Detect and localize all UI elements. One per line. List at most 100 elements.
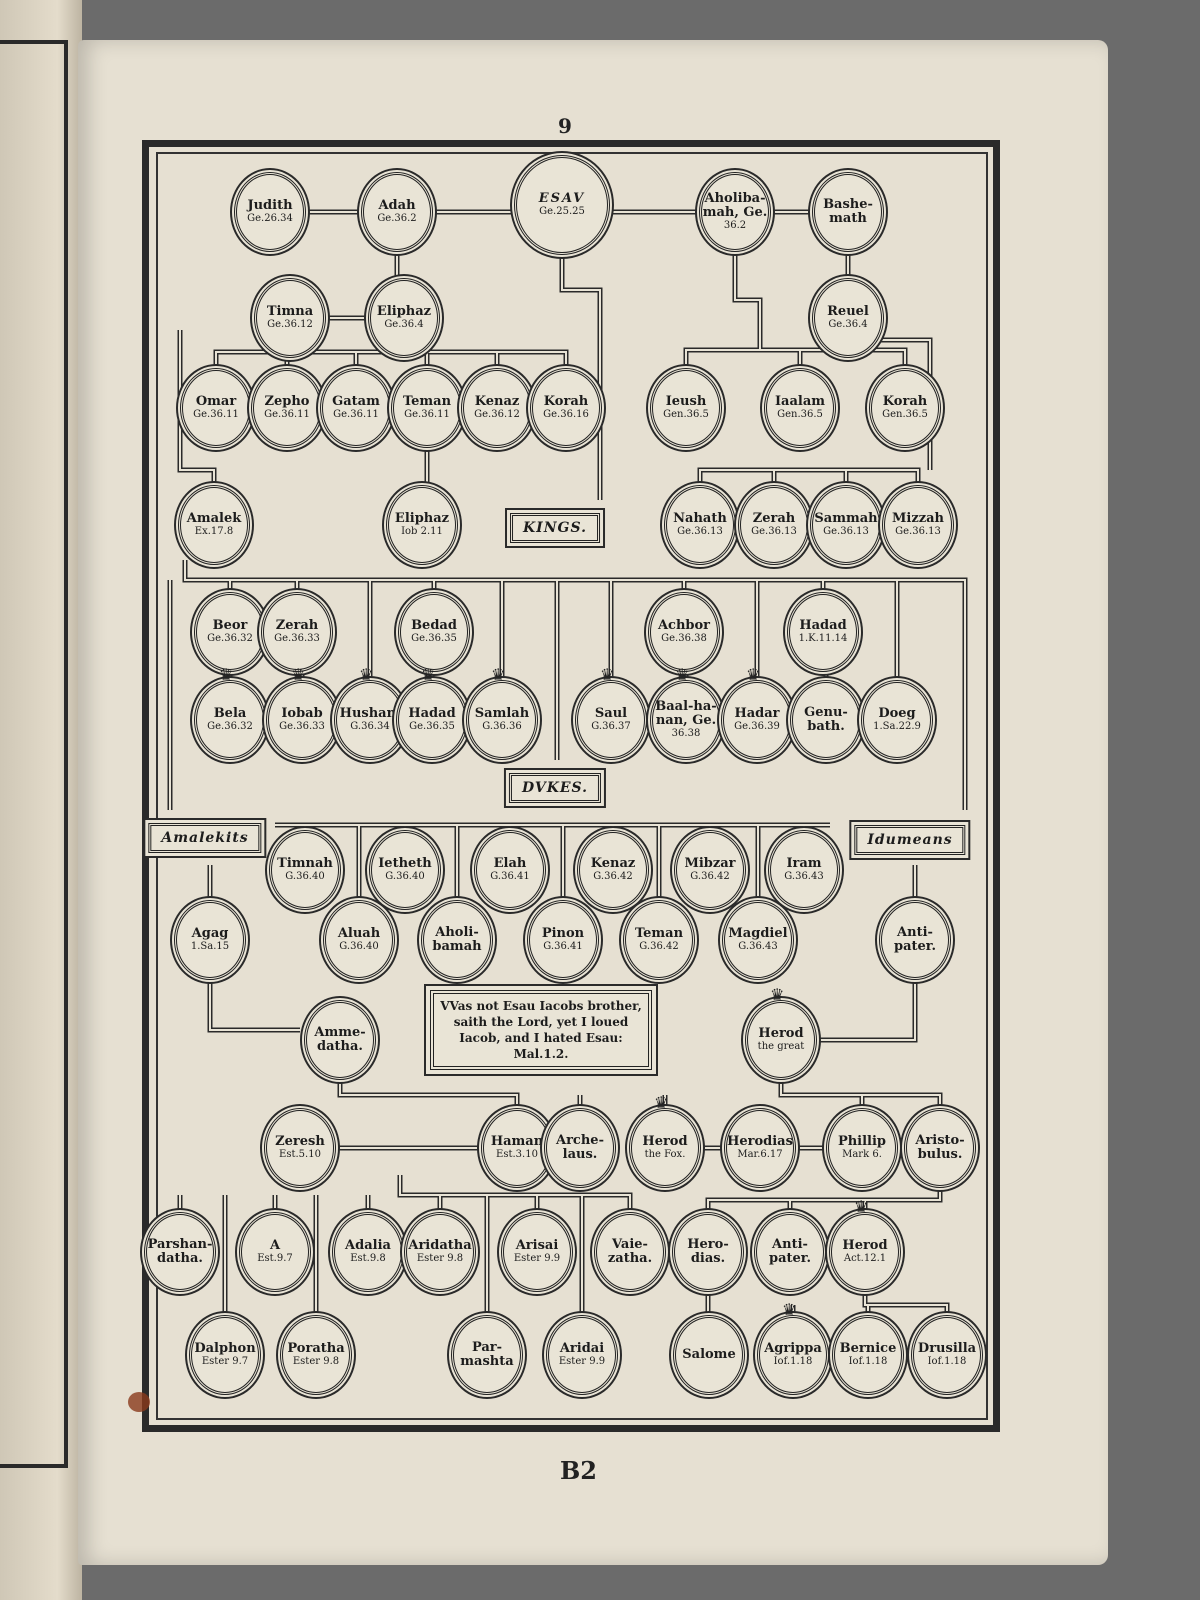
person-name: Mibzar	[684, 856, 736, 871]
person-name: A	[269, 1238, 281, 1253]
scripture-reference: Ge.36.11	[264, 409, 310, 420]
scripture-reference: Iob 2.11	[401, 526, 443, 537]
connector-line	[339, 1080, 518, 1108]
scripture-reference: Ge.36.32	[207, 721, 253, 732]
scripture-reference: G.36.40	[285, 871, 325, 882]
scripture-reference: Ge.26.34	[247, 213, 293, 224]
scripture-reference: Ge.36.4	[828, 319, 868, 330]
person-name: Ieush	[665, 394, 707, 409]
crown-icon: ♛	[600, 665, 615, 684]
person-name: Zerah	[752, 511, 796, 526]
amalekits-label: Amalekits	[148, 823, 262, 853]
person-node: Aholiba- mah, Ge.36.2	[699, 172, 771, 252]
connector-line	[707, 1292, 948, 1315]
page-number: 9	[558, 114, 572, 138]
scripture-reference: Iof.1.18	[848, 1356, 888, 1367]
scripture-quote-box: VVas not Esau Iacobs brother, saith the …	[430, 990, 652, 1070]
person-name: Teman	[402, 394, 452, 409]
connector-line	[179, 1175, 631, 1315]
person-name: Phillip	[837, 1134, 887, 1149]
connector-line	[683, 347, 908, 368]
person-name: Reuel	[827, 304, 869, 319]
person-name: Omar	[195, 394, 237, 409]
scripture-reference: Ge.36.4	[384, 319, 424, 330]
connector-line	[169, 580, 966, 810]
scripture-reference: Ester 9.9	[558, 1356, 606, 1367]
person-name: Amalek	[186, 511, 242, 526]
dukes-label: DVKES.	[508, 773, 602, 803]
scripture-reference: G.36.37	[591, 721, 631, 732]
person-name: Ietheth	[378, 856, 432, 871]
person-name: Bedad	[411, 618, 457, 633]
scripture-reference: Ge.36.2	[377, 213, 417, 224]
crown-icon: ♛	[654, 1093, 669, 1112]
person-name: Iaalam	[774, 394, 826, 409]
scripture-reference: 1.K.11.14	[798, 633, 848, 644]
person-node: Par- mashta	[451, 1315, 523, 1395]
scripture-reference: G.36.40	[385, 871, 425, 882]
scripture-reference: Ge.36.12	[267, 319, 313, 330]
person-name: Iram	[786, 856, 822, 871]
person-name: Aholiba- mah, Ge.	[702, 191, 768, 220]
connector-line	[229, 580, 827, 680]
crown-icon: ♛	[746, 665, 761, 684]
person-name: Magdiel	[728, 926, 788, 941]
person-name: Kenaz	[474, 394, 520, 409]
connector-line	[229, 580, 898, 760]
person-name: Amme- datha.	[314, 1025, 366, 1054]
person-name: Elah	[493, 856, 527, 871]
connector-line	[707, 1188, 941, 1212]
person-name: Eliphaz	[394, 511, 450, 526]
person-name: Zeresh	[275, 1134, 325, 1149]
person-name: Zepho	[264, 394, 310, 409]
scripture-reference: Ge.36.16	[543, 409, 589, 420]
scripture-reference: 36.38	[671, 728, 701, 739]
scripture-reference: Ge.36.32	[207, 633, 253, 644]
scripture-reference: Iof.1.18	[927, 1356, 967, 1367]
person-name: Aholi- bamah	[432, 925, 482, 954]
scripture-reference: Ester 9.7	[201, 1356, 249, 1367]
person-name: Pinon	[541, 926, 585, 941]
person-name: Samlah	[474, 706, 530, 721]
person-node: Aholi- bamah	[421, 900, 493, 980]
person-name: Saul	[594, 706, 628, 721]
scripture-reference: Est.9.8	[350, 1253, 386, 1264]
scripture-reference: Ge.36.35	[411, 633, 457, 644]
scripture-reference: G.36.41	[543, 941, 583, 952]
scripture-reference: Ge.36.38	[661, 633, 707, 644]
connector-line	[700, 470, 930, 485]
scripture-reference: Ge.36.13	[677, 526, 723, 537]
person-name: Eliphaz	[376, 304, 432, 319]
scripture-reference: Act.12.1	[843, 1253, 887, 1264]
scripture-reference: Ge.36.12	[474, 409, 520, 420]
rust-stain	[128, 1392, 150, 1412]
connector-line	[184, 560, 966, 600]
